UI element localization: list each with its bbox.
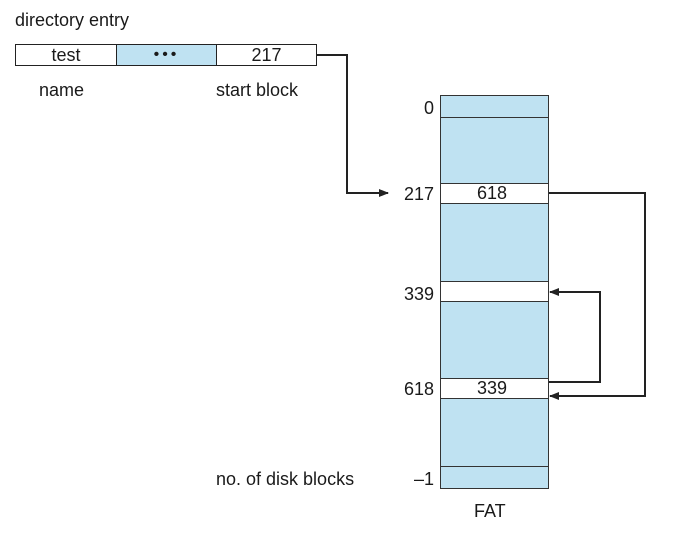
- fat-index-217: 217: [403, 184, 434, 204]
- fat-index-618: 618: [403, 379, 434, 399]
- fat-index-0: 0: [423, 98, 434, 118]
- fat-row-divider: [441, 466, 548, 467]
- start-block-arrow: [317, 54, 389, 197]
- fat-618-to-339-arrow: [549, 288, 601, 383]
- disk-blocks-label: no. of disk blocks: [216, 469, 355, 489]
- start-block-label: start block: [216, 80, 299, 100]
- name-label: name: [39, 80, 85, 100]
- fat-row-618: 339: [441, 378, 548, 399]
- fat-label: FAT: [474, 501, 506, 521]
- directory-entry-title: directory entry: [15, 10, 130, 30]
- fat-index-339: 339: [403, 284, 434, 304]
- directory-start-block-cell: 217: [216, 44, 317, 66]
- fat-index-last: –1: [413, 469, 434, 489]
- directory-ellipsis-cell: •••: [116, 44, 217, 66]
- directory-name-cell: test: [15, 44, 117, 66]
- fat-row-divider: [441, 117, 548, 118]
- fat-row-217: 618: [441, 183, 548, 204]
- fat-table: 618 339: [440, 95, 549, 489]
- fat-row-339: [441, 281, 548, 302]
- fat-217-to-618-arrow: [549, 192, 646, 400]
